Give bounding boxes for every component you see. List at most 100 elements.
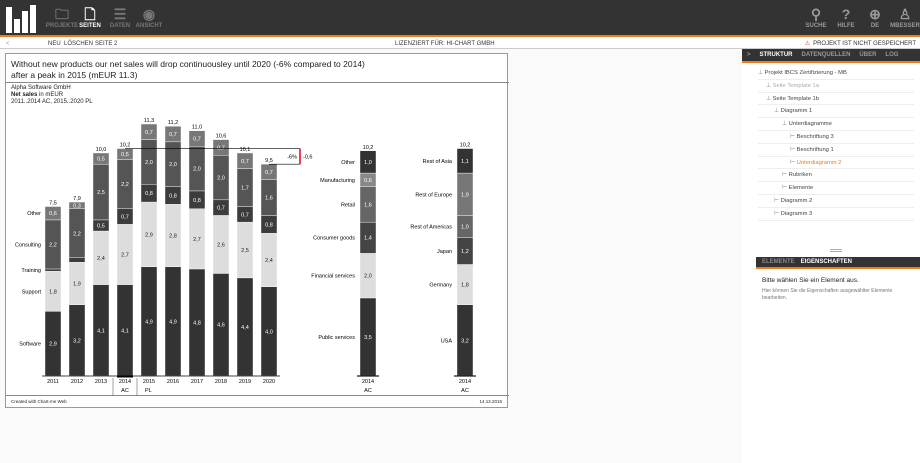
total-label: 10,2 [460,143,471,149]
tree-item[interactable]: ⊥ Diagramm 1 [758,105,914,119]
total-label: 10,0 [96,147,107,153]
properties-hint: Hier können Sie die Eigenschaften ausgew… [762,288,893,301]
measure-unit: in mEUR [37,92,64,98]
scenario-label: AC [364,388,372,394]
tree-item[interactable]: ⊢ Unterdiagramm 2 [758,157,914,170]
data-label: 1,2 [461,249,469,255]
data-label: 1,4 [364,236,372,242]
chart-container[interactable]: Without new products our net sales will … [5,53,509,408]
collapse-panel-button[interactable]: > [747,52,751,58]
data-label: 2,0 [193,167,201,173]
bar-segment-training [68,257,86,263]
tab-struktur[interactable]: STRUKTUR [759,52,793,58]
category-label: 2013 [95,379,107,385]
category-label: 2020 [263,379,275,385]
tab-datenquellen[interactable]: DATENQUELLEN [801,52,851,58]
bar-segment-other [164,126,182,143]
data-label: 2,2 [49,242,57,248]
new-page-button[interactable]: NEU [48,40,61,47]
total-label: 11,2 [168,120,178,126]
footer-date: 14.12.2015 [479,399,502,404]
series-label: Training [21,268,41,274]
tree-item[interactable]: ⊥ Projekt IBCS Zertifizierung - MB [758,67,914,80]
tree-node-icon: ⊥ [782,121,789,128]
category-label: 2014 [362,379,374,385]
nav-suche[interactable]: ⚲SUCHE [805,6,827,29]
tab-log[interactable]: LOG [885,52,899,58]
company-name: Alpha Software GmbH [11,85,71,91]
tree-item[interactable]: ⊥ Unterdiagramme [758,118,914,131]
data-label: 0,7 [193,137,201,143]
nav-seiten[interactable]: 🗋SEITEN [79,6,101,29]
tree-node-icon: ⊥ [766,95,773,102]
bar-segment-other [212,139,230,156]
data-label: 4,9 [169,319,177,325]
bar-segment-other [44,206,62,221]
nav-hilfe[interactable]: ?HILFE [837,6,855,29]
tab-eigenschaften[interactable]: EIGENSCHAFTEN [800,259,853,265]
data-label: 0,5 [97,223,105,229]
tree-item[interactable]: ⊢ Diagramm 2 [758,195,914,208]
data-label: 4,4 [241,325,249,331]
scenario-label-pl: PL [145,388,152,394]
bar-segment-other [236,152,254,169]
tab-elemente[interactable]: ELEMENTE [762,259,795,265]
data-label: 2,5 [97,190,105,196]
delete-page-button[interactable]: LÖSCHEN [64,40,94,47]
warning-icon: ⚠ [804,40,811,47]
data-label: 2,0 [169,162,177,168]
tree-item[interactable]: ⊢ Elemente [758,182,914,195]
data-label: 4,1 [97,328,105,334]
bar-segment-other [92,152,110,165]
folder-icon: 🗀 [55,6,69,22]
series-label: Other [27,211,41,217]
data-label: 1,8 [49,289,57,295]
tree-item[interactable]: ⊢ Rubriken [758,169,914,183]
tree-node-icon: ⊢ [790,159,797,166]
tree-item[interactable]: ⊢ Beschriftung 3 [758,131,914,144]
license-label: LIZENZIERT FÜR: HI-CHART GMBH [395,40,495,47]
total-label: 7,5 [49,201,57,207]
data-label: 2,7 [193,237,201,243]
data-label: 1,0 [364,160,372,166]
total-label: 10,6 [216,134,227,140]
tree-node-icon: ⊥ [758,70,765,76]
tree-node-icon: ⊥ [766,82,773,89]
delta-percent: -6% [287,154,297,160]
total-label: 9,5 [265,158,273,164]
tab-ueber[interactable]: ÜBER [859,52,877,58]
tree-item[interactable]: ⊥ Seite Template 1b [758,93,914,106]
page-toolbar: < NEU LÖSCHEN SEITE 2 LIZENZIERT FÜR: HI… [0,39,920,49]
category-label: 2017 [191,379,203,385]
data-label: 0,5 [121,152,129,158]
database-icon: ☰ [113,6,127,22]
total-label: 11,3 [144,118,154,124]
bar-segment-other [68,201,86,209]
data-label: 1,6 [364,202,372,208]
data-label: 0,7 [265,170,273,176]
tree-item[interactable]: ⊢ Diagramm 3 [758,208,914,221]
back-button[interactable]: < [6,40,10,47]
globe-icon: ⊕ [869,6,881,22]
tree-item[interactable]: ⊢ Beschriftung 1 [758,144,914,157]
tree-item[interactable]: ⊥ Seite Template 1a [758,80,914,93]
data-label: 4,6 [217,323,225,329]
nav-ansicht[interactable]: ◉ANSICHT [135,6,163,29]
chart-title-line2: after a peak in 2015 (mEUR 11.3) [11,69,138,80]
tree-node-icon: ⊢ [790,133,797,140]
data-label: 0,7 [217,206,225,212]
nav-daten[interactable]: ☰DATEN [109,6,131,29]
category-label: 2018 [215,379,227,385]
tree-node-icon: ⊥ [774,108,781,115]
tree-node-icon: ⊢ [774,197,781,204]
nav-projekte[interactable]: 🗀PROJEKTE [45,6,79,29]
top-toolbar: 🗀PROJEKTE🗋SEITEN ☰DATEN◉ANSICHT ⚲SUCHE ?HI… [0,0,920,37]
scenario-label: AC [461,388,469,394]
category-label: 2016 [167,379,179,385]
data-label: 0,7 [145,130,153,136]
data-label: 0,5 [97,157,105,163]
structure-tree: ⊥ Projekt IBCS Zertifizierung - MB⊥ Seit… [758,67,914,221]
nav-de[interactable]: ⊕DE [869,6,881,29]
nav-mbesser[interactable]: ♙MBESSER [890,6,920,29]
splitter-handle[interactable] [830,249,842,252]
